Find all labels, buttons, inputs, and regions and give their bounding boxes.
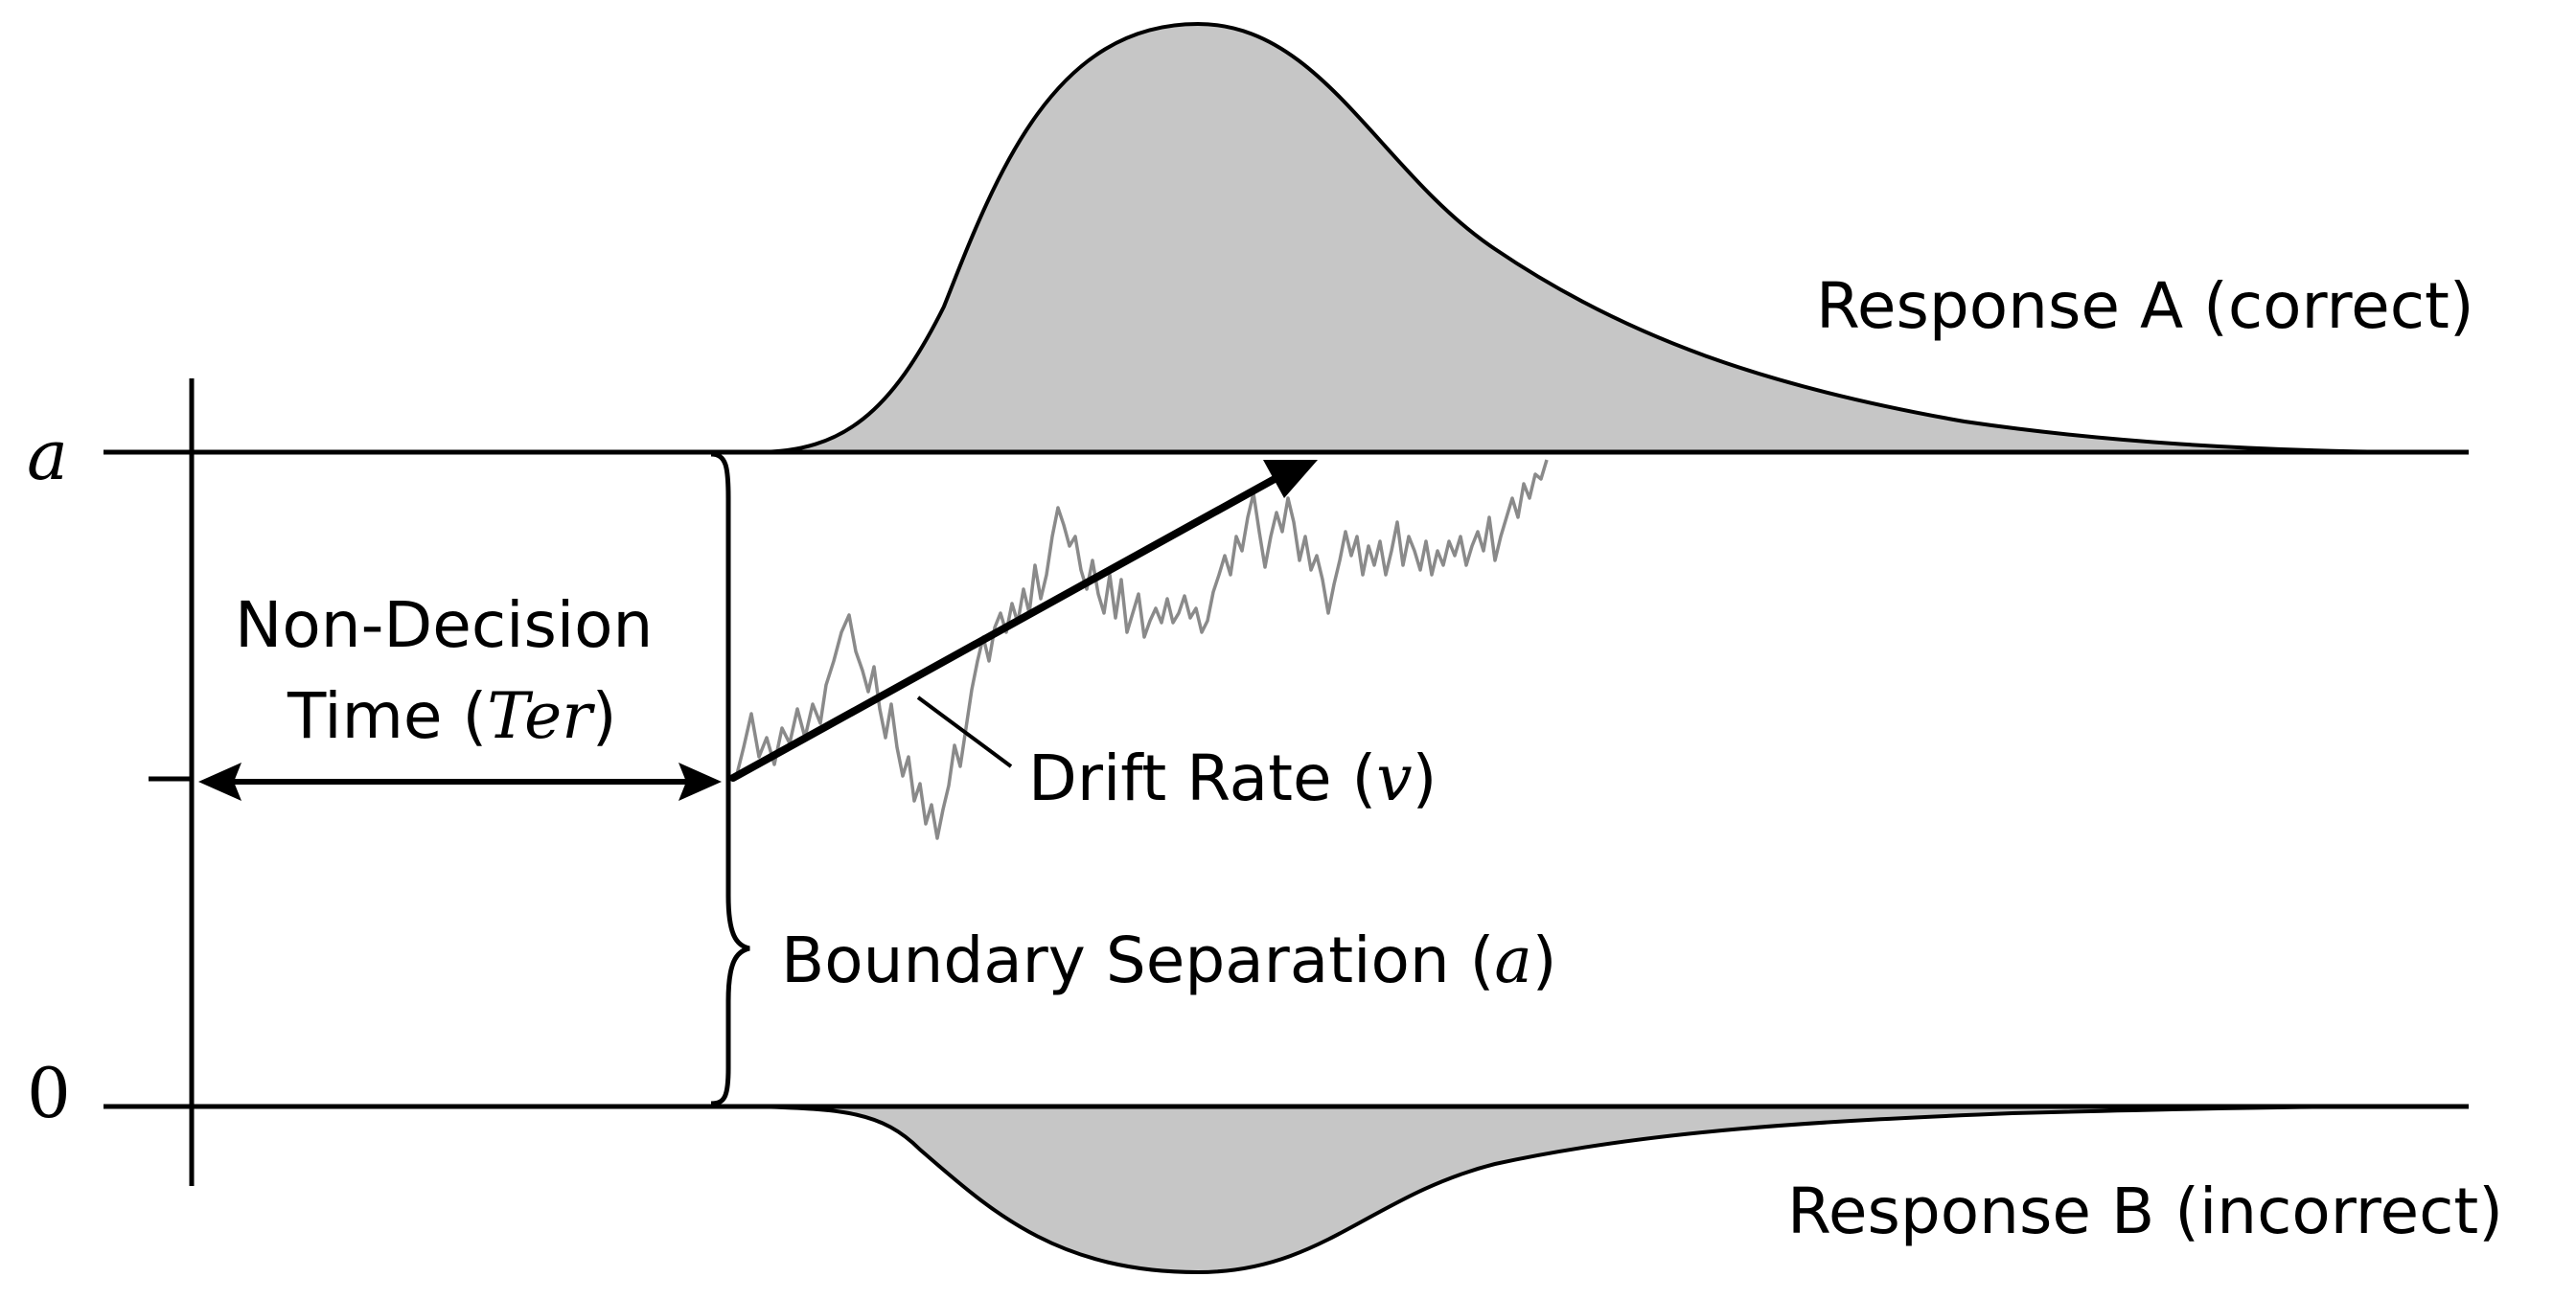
- arrowhead-left: [198, 763, 242, 801]
- response-b-label: Response B (incorrect): [1787, 1175, 2503, 1248]
- non-decision-time-label-line1: Non-Decision: [235, 588, 653, 662]
- non-decision-prefix: Time (: [287, 679, 487, 753]
- drift-arrowhead: [1263, 460, 1318, 498]
- non-decision-suffix: ): [592, 679, 617, 753]
- non-decision-time-label-line2: Time (Ter): [287, 679, 617, 753]
- boundary-variable: a: [1494, 924, 1531, 997]
- boundary-suffix: ): [1532, 924, 1557, 997]
- boundary-separation-label: Boundary Separation (a): [781, 924, 1557, 997]
- drift-rate-leader-line: [916, 696, 1013, 768]
- drift-prefix: Drift Rate (: [1028, 741, 1376, 815]
- response-a-label: Response A (correct): [1816, 269, 2474, 343]
- boundary-prefix: Boundary Separation (: [781, 924, 1494, 997]
- drift-suffix: ): [1413, 741, 1438, 815]
- random-walk-path: [734, 459, 1549, 840]
- response-a-distribution: [756, 21, 2397, 454]
- drift-variable: v: [1376, 741, 1412, 815]
- response-b-distribution: [756, 1105, 2397, 1275]
- arrowhead-right: [678, 763, 722, 801]
- axis-label-a: a: [27, 415, 68, 495]
- drift-rate-label: Drift Rate (v): [1028, 741, 1437, 815]
- boundary-separation-brace: [710, 451, 750, 1106]
- axis-label-zero: 0: [27, 1053, 71, 1133]
- non-decision-variable: Ter: [487, 679, 595, 753]
- drift-rate-arrow: [729, 475, 1278, 782]
